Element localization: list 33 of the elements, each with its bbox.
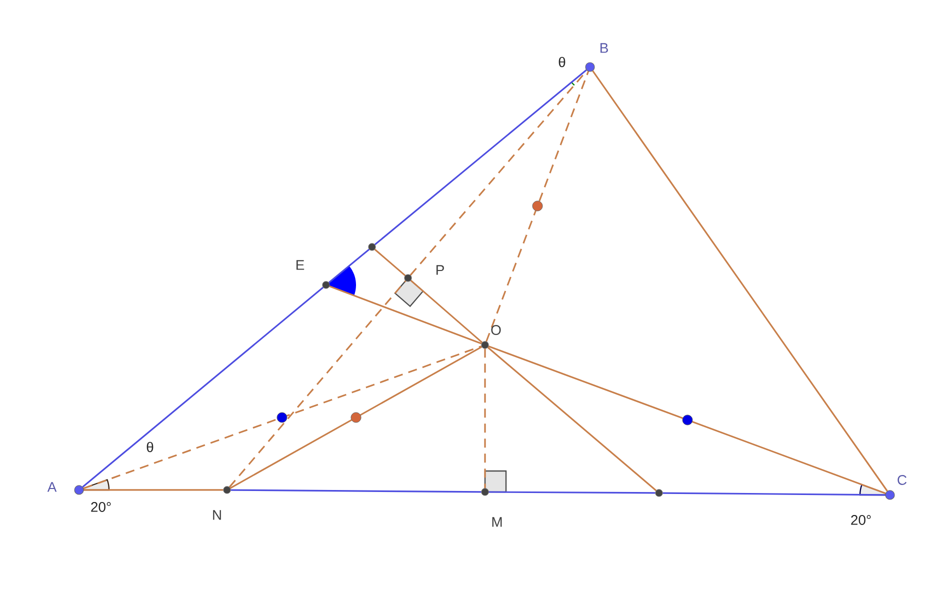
line-segment <box>82 286 324 488</box>
line-segment <box>487 346 657 492</box>
line-segment <box>374 248 406 276</box>
point-label: B <box>600 43 608 53</box>
point-label: A <box>47 482 57 492</box>
line-segment <box>410 70 588 276</box>
line-segment <box>484 348 486 488</box>
line-segment <box>84 489 224 491</box>
line-segment <box>230 489 482 493</box>
angle-label: 20° <box>91 502 111 512</box>
line-segment <box>328 248 370 284</box>
line-segment <box>410 280 483 344</box>
line-segment <box>488 491 656 494</box>
point-label: E <box>296 260 304 270</box>
line-segment <box>228 280 406 488</box>
point-label: M <box>492 517 502 527</box>
line-segment <box>488 346 886 494</box>
point-label: N <box>213 510 221 520</box>
line-segment <box>230 346 482 489</box>
line-segment <box>329 286 482 344</box>
line-segment <box>592 70 888 492</box>
point-label: C <box>898 475 907 485</box>
angle-label: θ <box>146 442 154 452</box>
point <box>655 489 663 497</box>
line-segment <box>662 492 886 496</box>
line-segment <box>374 69 587 246</box>
point-label: P <box>436 265 444 275</box>
point <box>368 243 376 251</box>
line-segment <box>486 71 590 342</box>
angle-label: 20° <box>851 515 871 525</box>
angle-label: θ <box>558 56 566 68</box>
line-segment <box>83 345 482 490</box>
point-label: O <box>491 325 501 335</box>
